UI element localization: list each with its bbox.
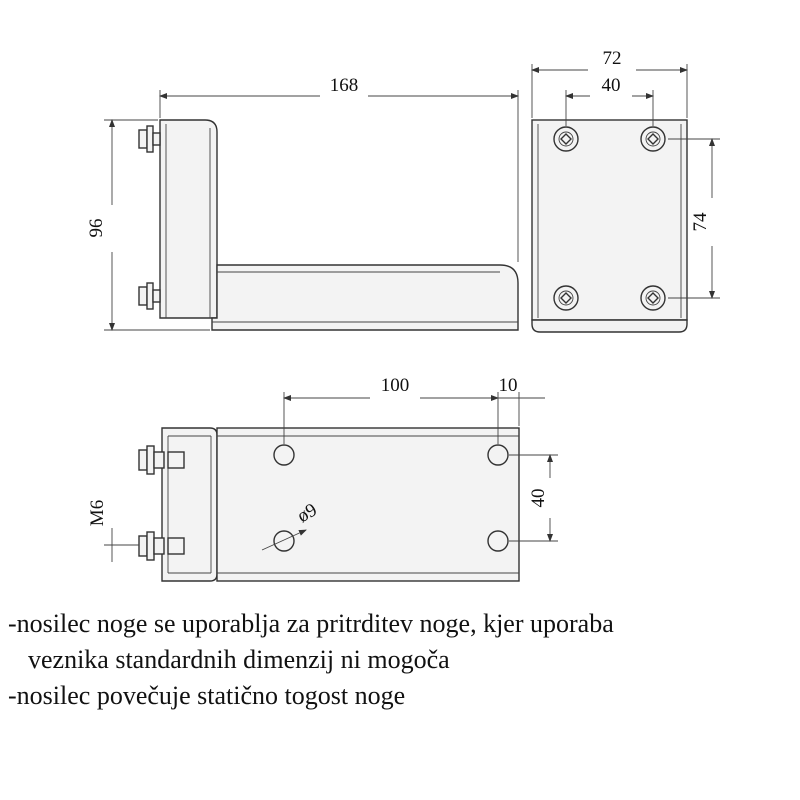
dim-74: 74 (690, 212, 711, 232)
note-text: veznika standardnih dimenzij ni mogoča (28, 645, 450, 674)
hole-top-left (273, 444, 295, 466)
note-dash: - (8, 609, 17, 638)
front-view: 72 40 74 (531, 48, 720, 333)
bolt-bottom-side (138, 282, 161, 310)
note-1-continued: veznika standardnih dimenzij ni mogoča (8, 642, 792, 678)
hole-bottom-right (487, 530, 509, 552)
label-m6: M6 (87, 500, 108, 526)
screw-front-top-right (640, 126, 666, 152)
dim-96: 96 (86, 219, 107, 238)
screw-front-top-left (553, 126, 579, 152)
note-dash: - (8, 681, 17, 710)
note-text: nosilec povečuje statično togost noge (16, 681, 406, 710)
bolt-top-view-lower (138, 531, 185, 561)
hole-top-right (487, 444, 509, 466)
bolt-top-side (138, 125, 161, 153)
hole-bottom-left (273, 530, 295, 552)
dim-40-top: 40 (528, 489, 549, 508)
note-text: nosilec noge se uporablja za pritrditev … (16, 609, 614, 638)
note-2: -nosilec povečuje statično togost noge (8, 678, 792, 714)
notes: -nosilec noge se uporablja za pritrditev… (8, 606, 792, 714)
top-view: 100 10 40 M6 ø9 (87, 375, 558, 582)
screw-front-bottom-left (553, 285, 579, 311)
side-view: 168 96 (86, 75, 519, 331)
dim-40-front: 40 (602, 75, 621, 96)
dim-72: 72 (603, 48, 622, 69)
note-1: -nosilec noge se uporablja za pritrditev… (8, 606, 792, 642)
screw-front-bottom-right (640, 285, 666, 311)
dim-10: 10 (499, 375, 518, 396)
bolt-top-view-upper (138, 445, 185, 475)
dim-100: 100 (381, 375, 410, 396)
technical-drawing: 168 96 72 (86, 48, 720, 582)
dim-168: 168 (330, 75, 359, 96)
